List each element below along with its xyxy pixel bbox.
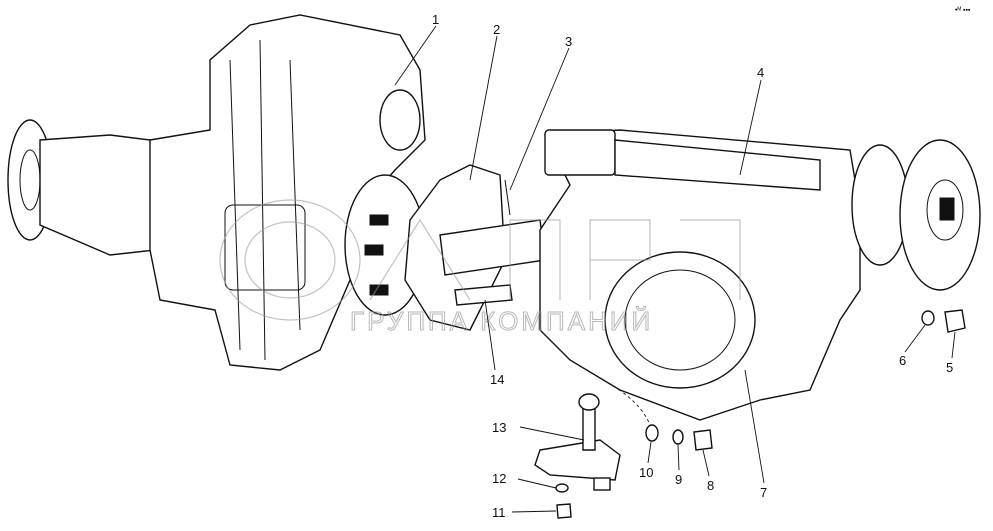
corner-mark: •ᴹ ▪▪▪ [955, 7, 971, 14]
callout-3: 3 [565, 34, 572, 49]
nut-12 [555, 483, 569, 493]
transfer-case-housing [149, 14, 426, 371]
washer-9 [672, 429, 684, 445]
callout-9: 9 [675, 472, 682, 487]
watermark-logo: ГРУППА КОМПАНИЙ [219, 199, 741, 337]
washer-6 [921, 310, 935, 326]
watermark-text: ГРУППА КОМПАНИЙ [350, 306, 653, 336]
nut-5 [944, 309, 966, 333]
leader-lines [394, 25, 956, 513]
callout-14: 14 [490, 372, 504, 387]
callout-7: 7 [760, 485, 767, 500]
callout-8: 8 [707, 478, 714, 493]
callout-13: 13 [492, 420, 506, 435]
small-parts [534, 309, 966, 519]
callout-4: 4 [757, 65, 764, 80]
callout-6: 6 [899, 353, 906, 368]
callout-11: 11 [492, 505, 506, 520]
left-flange [7, 119, 156, 256]
callout-12: 12 [492, 471, 506, 486]
right-flange [851, 139, 981, 291]
callout-5: 5 [946, 360, 953, 375]
axle-housing [539, 129, 861, 421]
nut-8 [693, 429, 713, 451]
callout-2: 2 [493, 22, 500, 37]
washer-10 [645, 424, 659, 442]
cotter-pin [504, 179, 511, 216]
bracket-13 [534, 439, 621, 481]
shaft [439, 219, 546, 306]
nut-11 [556, 503, 572, 519]
callout-10: 10 [639, 465, 653, 480]
callout-1: 1 [432, 12, 439, 27]
